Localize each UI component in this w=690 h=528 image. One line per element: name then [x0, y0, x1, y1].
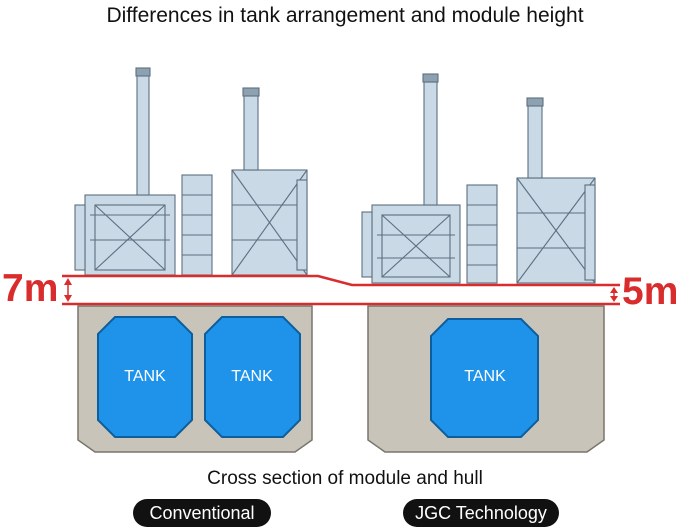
- jgc-height-label: 5m: [622, 270, 678, 313]
- tank-label-3: TANK: [464, 368, 506, 385]
- conventional-deck-line: [62, 274, 620, 287]
- tank-label-1: TANK: [124, 368, 166, 385]
- conventional-height-label: 7m: [2, 267, 58, 310]
- jgc-arrow-up: [610, 287, 618, 293]
- jgc-hull: [367, 305, 605, 453]
- tank-label-2: TANK: [231, 368, 273, 385]
- conventional-topside: [74, 67, 308, 276]
- conventional-arrow-up: [64, 278, 72, 285]
- tank-2-shape: [204, 316, 301, 438]
- jgc-technology-label: JGC Technology: [403, 499, 559, 527]
- tank-3-shape: [430, 318, 539, 438]
- jgc-arrow-down: [610, 296, 618, 302]
- page-title: Differences in tank arrangement and modu…: [106, 4, 584, 27]
- diagram-caption: Cross section of module and hull: [207, 468, 483, 489]
- conventional-label: Conventional: [133, 499, 271, 527]
- conventional-hull: [77, 305, 313, 453]
- jgc-topside: [361, 73, 596, 284]
- tank-1-shape: [97, 316, 193, 438]
- conventional-arrow-down: [64, 295, 72, 302]
